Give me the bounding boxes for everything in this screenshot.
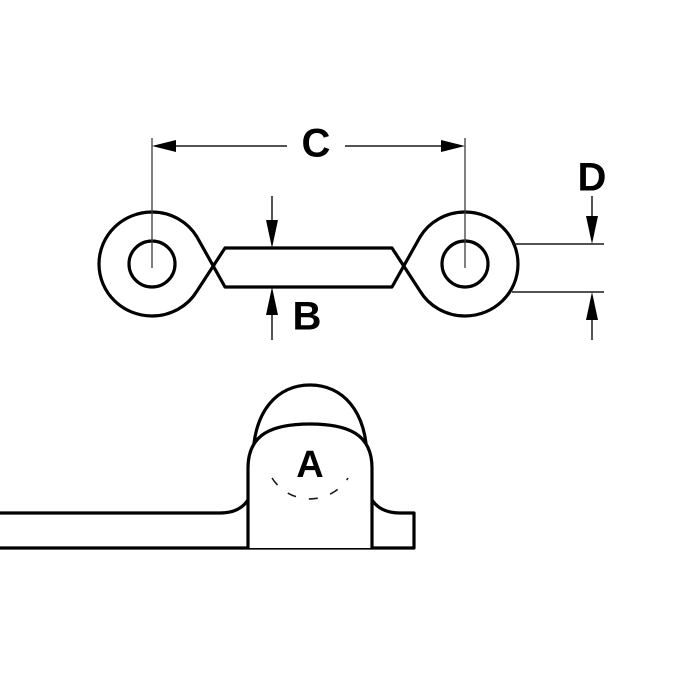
dimension-d-arrow-top	[586, 216, 598, 244]
front-view: A	[0, 383, 416, 550]
top-view: C B D	[97, 122, 606, 340]
dimension-a-label: A	[296, 444, 323, 486]
dimension-b-arrow-bottom	[266, 287, 278, 315]
dimension-b: B	[266, 196, 321, 340]
dimension-c: C	[152, 122, 465, 166]
hidden-circle-arc	[271, 477, 349, 500]
dimension-c-arrow-right	[441, 140, 465, 152]
saddle-inner-arch	[246, 422, 374, 550]
dimension-b-label: B	[293, 295, 322, 339]
dimension-d-label: D	[578, 156, 607, 200]
dimension-d: D	[512, 156, 606, 340]
dimension-b-arrow-top	[266, 220, 278, 248]
strap-body-outline	[97, 210, 520, 318]
dimension-c-arrow-left	[152, 140, 176, 152]
dimension-c-label: C	[302, 122, 331, 166]
dimension-d-arrow-bottom	[586, 292, 598, 320]
